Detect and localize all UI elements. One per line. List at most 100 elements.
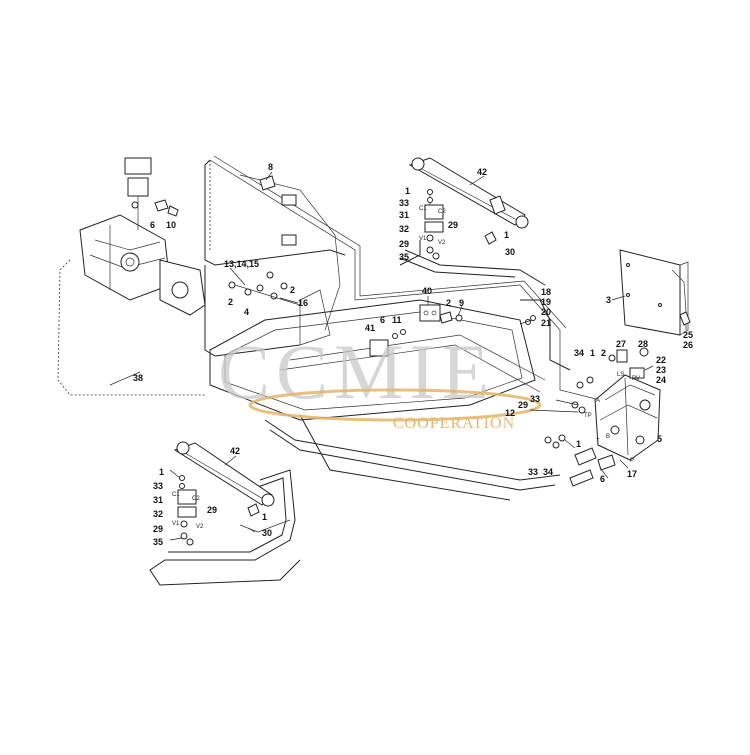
callout-33-b: 33 bbox=[530, 394, 540, 404]
callout-6-a: 6 bbox=[150, 220, 155, 230]
port-a: A bbox=[596, 398, 600, 404]
callout-31-a: 31 bbox=[399, 210, 409, 220]
callout-5: 5 bbox=[657, 434, 662, 444]
port-p: P bbox=[630, 458, 634, 464]
watermark-swoosh bbox=[248, 388, 542, 422]
callout-24: 24 bbox=[656, 375, 666, 385]
hose-main-upper-2 bbox=[213, 155, 567, 329]
fittings-right bbox=[525, 269, 691, 449]
callout-34-a: 34 bbox=[574, 348, 584, 358]
hose-center-1 bbox=[289, 334, 546, 381]
callout-31-b: 31 bbox=[153, 495, 163, 505]
callout-33-d: 33 bbox=[153, 481, 163, 491]
hose-lower-2 bbox=[269, 429, 556, 491]
hose-top-1 bbox=[404, 249, 546, 286]
port-c2-lower: C2 bbox=[192, 496, 200, 502]
callout-29-a: 29 bbox=[448, 220, 458, 230]
watermark-brand: CCMIE bbox=[218, 328, 495, 415]
callout-22: 22 bbox=[656, 355, 666, 365]
pump-assembly bbox=[79, 157, 206, 316]
callout-40: 40 bbox=[422, 286, 432, 296]
callout-26: 26 bbox=[683, 340, 693, 350]
callout-19: 19 bbox=[541, 297, 551, 307]
callout-29-e: 29 bbox=[153, 524, 163, 534]
callout-9: 9 bbox=[459, 298, 464, 308]
port-t: T bbox=[596, 439, 600, 445]
valve-block-lower bbox=[177, 489, 197, 505]
callout-29-c: 29 bbox=[518, 400, 528, 410]
callout-10: 10 bbox=[166, 220, 176, 230]
hose-right-1 bbox=[520, 299, 571, 371]
callout-25: 25 bbox=[683, 330, 693, 340]
port-v2-lower: V2 bbox=[196, 524, 204, 530]
floor-plate bbox=[209, 299, 536, 421]
solenoid-valve bbox=[124, 157, 152, 175]
callout-35-b: 35 bbox=[153, 537, 163, 547]
callout-38: 38 bbox=[133, 373, 143, 383]
port-ls: LS bbox=[617, 372, 624, 378]
callout-42-upper: 42 bbox=[477, 167, 487, 177]
callout-18: 18 bbox=[541, 287, 551, 297]
callout-27: 27 bbox=[616, 339, 626, 349]
cylinder-42-lower bbox=[173, 441, 291, 546]
callout-2-d: 2 bbox=[601, 348, 606, 358]
callout-41: 41 bbox=[365, 323, 375, 333]
callout-1-a: 1 bbox=[405, 186, 410, 196]
port-labels: C1 C2 V1 V2 LS PV A B T P TP C1 C2 V1 V2 bbox=[172, 206, 640, 530]
callout-1-c: 1 bbox=[590, 348, 595, 358]
mounting-plate-3-edge bbox=[679, 261, 689, 336]
leader-lines bbox=[109, 171, 687, 541]
callout-4: 4 bbox=[244, 307, 249, 317]
hose-center-2 bbox=[279, 344, 541, 393]
callout-6-c: 6 bbox=[600, 474, 605, 484]
frame-upper-left bbox=[204, 159, 346, 266]
fittings-13-14-15 bbox=[228, 175, 301, 306]
callout-2-c: 2 bbox=[446, 298, 451, 308]
bracket-frame bbox=[239, 174, 341, 331]
bracket-plate bbox=[299, 289, 331, 346]
callout-33-c: 33 bbox=[528, 467, 538, 477]
callout-16: 16 bbox=[298, 298, 308, 308]
callout-28: 28 bbox=[638, 339, 648, 349]
callout-1-e: 1 bbox=[159, 467, 164, 477]
callout-3: 3 bbox=[606, 295, 611, 305]
port-c1-lower: C1 bbox=[172, 492, 180, 498]
callout-35-a: 35 bbox=[399, 252, 409, 262]
port-c2-upper: C2 bbox=[438, 209, 446, 215]
port-v2-upper: V2 bbox=[438, 240, 446, 246]
callout-34-b: 34 bbox=[543, 467, 553, 477]
control-valve-5 bbox=[558, 347, 661, 487]
callout-30-a: 30 bbox=[505, 247, 515, 257]
port-pv: PV bbox=[632, 376, 640, 382]
hose-lower-1 bbox=[264, 419, 561, 481]
callout-30-b: 30 bbox=[262, 528, 272, 538]
port-b: B bbox=[606, 434, 610, 440]
hose-lower-left-loop bbox=[149, 469, 301, 586]
hose-lower-left-loop-2 bbox=[168, 477, 287, 553]
port-v1-upper: V1 bbox=[419, 236, 427, 242]
cylinder-42-upper bbox=[408, 157, 529, 260]
valve-block-upper bbox=[424, 204, 444, 220]
port-v1-lower: V1 bbox=[172, 521, 180, 527]
filter-block-40 bbox=[419, 304, 463, 324]
floor-plate-inner bbox=[224, 311, 523, 411]
hose-top-3 bbox=[399, 240, 421, 266]
callout-32-a: 32 bbox=[399, 224, 409, 234]
hose-lower-3 bbox=[299, 414, 511, 501]
port-tp: TP bbox=[584, 413, 592, 419]
callout-42-lower: 42 bbox=[230, 446, 240, 456]
hose-main-upper bbox=[209, 159, 601, 401]
watermark: CCMIE COOPERATION bbox=[218, 328, 542, 432]
callout-32-b: 32 bbox=[153, 509, 163, 519]
callout-2-b: 2 bbox=[290, 285, 295, 295]
callout-8: 8 bbox=[268, 162, 273, 172]
callout-13-14-15: 13,14,15 bbox=[224, 259, 259, 269]
callout-17: 17 bbox=[627, 469, 637, 479]
callout-20: 20 bbox=[541, 307, 551, 317]
mounting-plate-3 bbox=[619, 249, 681, 336]
watermark-tagline: COOPERATION bbox=[393, 415, 515, 432]
callout-1-d: 1 bbox=[576, 439, 581, 449]
callout-23: 23 bbox=[656, 365, 666, 375]
